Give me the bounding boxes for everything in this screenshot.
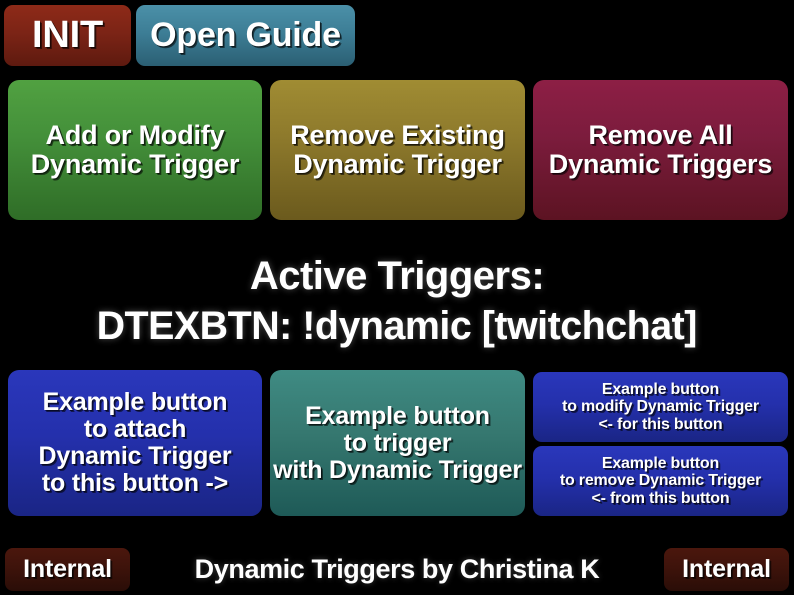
example-modify-button[interactable]: Example button to modify Dynamic Trigger… <box>533 372 788 442</box>
internal-badge-right[interactable]: Internal <box>664 548 789 591</box>
active-trigger-entry: DTEXBTN: !dynamic [twitchchat] <box>96 303 698 348</box>
add-or-modify-dynamic-trigger-button[interactable]: Add or Modify Dynamic Trigger <box>8 80 262 220</box>
example-attach-button[interactable]: Example button to attach Dynamic Trigger… <box>8 370 262 516</box>
example-trigger-button[interactable]: Example button to trigger with Dynamic T… <box>270 370 525 516</box>
remove-all-dynamic-triggers-button[interactable]: Remove All Dynamic Triggers <box>533 80 788 220</box>
footer-title: Dynamic Triggers by Christina K <box>194 554 600 584</box>
example-remove-button[interactable]: Example button to remove Dynamic Trigger… <box>533 446 788 516</box>
active-triggers-display: Active Triggers: DTEXBTN: !dynamic [twit… <box>0 238 794 363</box>
internal-badge-left[interactable]: Internal <box>5 548 130 591</box>
remove-existing-dynamic-trigger-button[interactable]: Remove Existing Dynamic Trigger <box>270 80 525 220</box>
init-button[interactable]: INIT <box>4 5 131 66</box>
open-guide-button[interactable]: Open Guide <box>136 5 355 66</box>
active-triggers-heading: Active Triggers: <box>249 253 545 298</box>
